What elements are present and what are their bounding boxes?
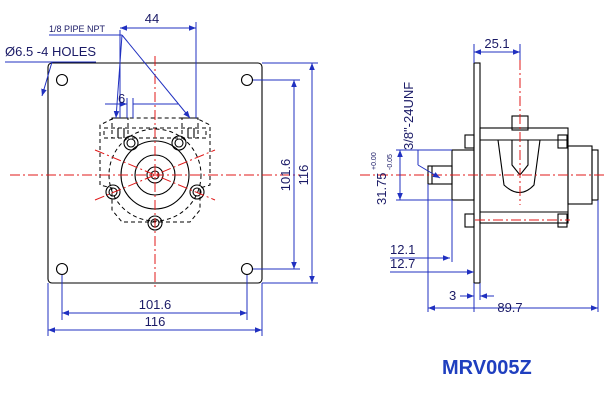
bolts: [105, 135, 205, 231]
mounting-hole-tr: [240, 73, 254, 87]
flange-plate: [473, 62, 481, 284]
dim-25-1: 25.1: [484, 36, 509, 51]
dim-116-horizontal: 116: [145, 314, 166, 329]
dim-116-vertical: 116: [296, 165, 311, 186]
tol-lower: -0.05: [387, 154, 394, 170]
dim-12-7: 12.7: [390, 256, 415, 271]
tol-upper: +0.00: [371, 152, 378, 170]
holes-label: Ø6.5 -4 HOLES: [5, 44, 96, 59]
thread-label: 3/8"-24UNF: [401, 82, 416, 150]
dim-31-75: 31.75: [374, 172, 389, 205]
dim-6: 6: [118, 91, 125, 106]
front-view: 44 1/8 PIPE NPT Ø6.5 -4 HOLES 6 101.6 11…: [5, 11, 318, 336]
pipe-label: 1/8 PIPE NPT: [49, 24, 106, 34]
dim-89-7: 89.7: [497, 300, 522, 315]
dim-101-6-horizontal: 101.6: [139, 297, 172, 312]
mounting-hole-bl: [55, 262, 69, 276]
side-view: 25.1 3/8"-24UNF 31.75 +0.00 -0.05 12.1 1…: [360, 36, 604, 315]
dim-101-6-vertical: 101.6: [278, 159, 293, 192]
mounting-hole-tl: [55, 73, 69, 87]
model-title: MRV005Z: [442, 357, 532, 379]
dim-3: 3: [449, 288, 456, 303]
dim-44: 44: [145, 11, 159, 26]
mounting-hole-br: [240, 262, 254, 276]
dim-12-1: 12.1: [390, 242, 415, 257]
